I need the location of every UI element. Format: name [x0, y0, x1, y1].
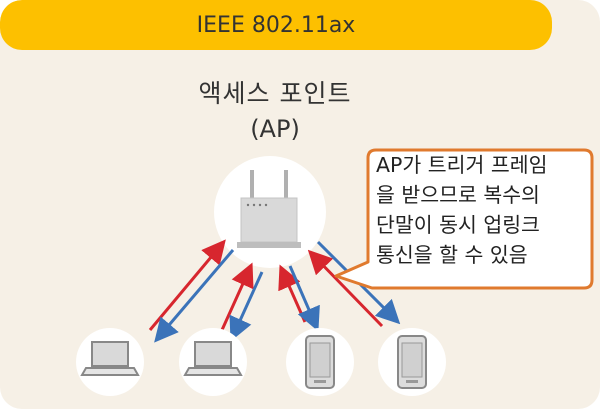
downlink-arrow-3 — [288, 265, 320, 332]
device-phone-2 — [378, 328, 446, 396]
access-point-title: 액세스 포인트 — [198, 79, 352, 108]
router-icon — [237, 170, 301, 248]
device-laptop-2 — [179, 328, 247, 396]
uplink-arrow-1 — [148, 239, 226, 331]
phone-icon — [397, 335, 427, 389]
access-point-subtitle: (AP) — [250, 115, 300, 143]
device-phone-1 — [286, 328, 354, 396]
link-arrows — [148, 239, 401, 343]
access-point-node — [214, 156, 326, 268]
device-laptop-1 — [76, 328, 144, 396]
callout-line-1: AP가 트리거 프레임 — [376, 153, 548, 177]
callout-line-2: 을 받으므로 복수의 — [376, 183, 540, 207]
standard-title-bar: IEEE 802.11ax — [0, 0, 552, 50]
callout-bubble — [334, 148, 594, 290]
uplink-arrow-2 — [220, 262, 254, 331]
downlink-arrow-2 — [229, 271, 264, 342]
uplink-arrow-4 — [307, 249, 384, 328]
callout-line-3: 단말이 동시 업링크 — [376, 213, 540, 237]
callout-line-4: 통신을 할 수 있음 — [376, 243, 528, 267]
laptop-icon — [80, 341, 140, 376]
callout-text: AP가 트리거 프레임 을 받으므로 복수의 단말이 동시 업링크 통신을 할 … — [376, 150, 592, 270]
phone-icon — [305, 335, 335, 389]
standard-title: IEEE 802.11ax — [196, 12, 356, 38]
laptop-icon — [183, 341, 243, 376]
downlink-arrow-1 — [154, 249, 235, 343]
